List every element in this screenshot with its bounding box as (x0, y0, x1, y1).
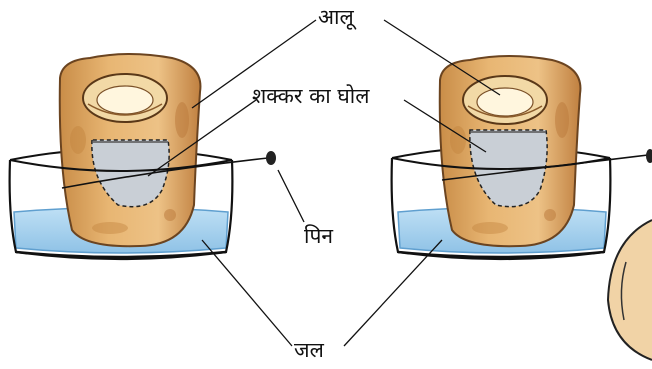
right-setup (390, 55, 652, 261)
left-potato-icon (58, 53, 202, 248)
sugar-solution-label: शक्कर का घोल (252, 84, 370, 108)
left-beaker-icon (8, 159, 234, 261)
head-icon (606, 219, 652, 361)
potato-label: आलू (318, 5, 354, 29)
right-potato-icon (438, 55, 582, 248)
left-setup (8, 53, 276, 261)
water-label: जल (294, 338, 324, 362)
left-pin-icon (61, 151, 276, 189)
right-pin-icon (441, 149, 652, 181)
leader-lines (147, 19, 501, 347)
pin-label: पिन (304, 224, 334, 248)
